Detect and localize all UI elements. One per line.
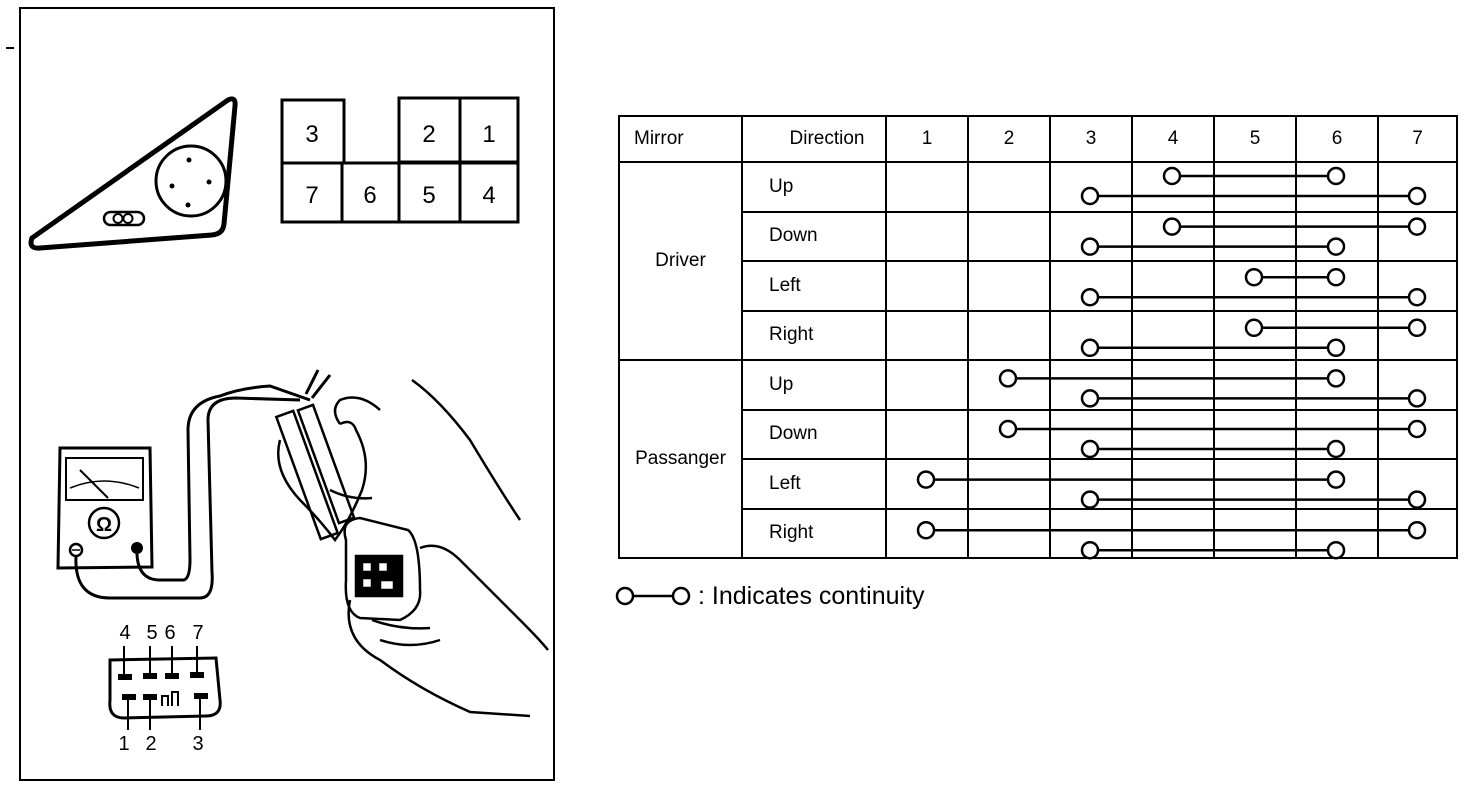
harness-plug-diagram: 4 5 6 7 1 2 3 [108,622,222,755]
direction-cell: Left [741,458,887,510]
header-cell: Direction [741,115,887,163]
table-row: Left [619,260,1458,312]
direction-cell: Left [741,260,887,312]
header-cell: 5 [1213,115,1297,163]
plug-pin-label: 6 [164,622,175,644]
plug-pin-label: 1 [118,733,129,755]
hands-with-probes-icon [274,378,549,718]
direction-cell: Up [741,161,887,213]
multimeter-icon: Ω [56,446,154,570]
plug-pin-label: 7 [192,622,203,644]
face-pin-label: 6 [363,182,376,209]
header-cell: 7 [1377,115,1458,163]
header-cell: 6 [1295,115,1379,163]
header-cell: 4 [1131,115,1215,163]
face-pin-label: 1 [482,121,495,148]
mirror-switch-icon [28,96,238,251]
table-row: Left [619,458,1458,510]
table-row: Right [619,507,1458,559]
header-cell: 1 [885,115,969,163]
face-pin-label: 5 [422,182,435,209]
direction-cell: Up [741,359,887,411]
face-pin-label: 4 [482,182,495,209]
table-row: Down [619,210,1458,262]
header-cell: 2 [967,115,1051,163]
plug-pin-label: 3 [192,733,203,755]
direction-cell: Right [741,507,887,559]
mirror-cell: Passanger [618,359,743,559]
continuity-table-wrapper: Mirror Direction 1 2 3 4 5 6 7 Driver Up… [618,115,1458,559]
direction-cell: Right [741,309,887,361]
legend: : Indicates continuity [614,578,925,614]
continuity-symbol-icon [615,586,691,606]
mirror-cell: Driver [618,161,743,361]
direction-cell: Down [741,210,887,262]
table-row: Driver Up [618,161,1458,361]
table-row: Passanger Up [618,359,1458,559]
ohm-symbol: Ω [96,514,112,536]
continuity-table: Mirror Direction 1 2 3 4 5 6 7 Driver Up… [618,115,1458,559]
header-cell: 3 [1049,115,1133,163]
face-pin-label: 3 [305,121,318,148]
table-row: Right [619,309,1458,361]
plug-pin-label: 5 [146,622,157,644]
illustration-svg: 3 2 1 7 6 5 4 Ω [6,7,555,781]
legend-text: : Indicates continuity [698,581,925,610]
face-pin-label: 7 [305,182,318,209]
face-pin-label: 2 [422,121,435,148]
test-illustration-panel: 3 2 1 7 6 5 4 Ω [0,0,560,788]
connector-face-diagram: 3 2 1 7 6 5 4 [280,96,520,224]
panel-frame [19,7,555,781]
test-lead-wires [74,369,332,600]
direction-cell: Down [741,408,887,460]
header-cell: Mirror [618,115,743,163]
plug-pin-label: 4 [119,622,130,644]
table-row: Down [619,408,1458,460]
plug-pin-label: 2 [145,733,156,755]
table-header-row: Mirror Direction 1 2 3 4 5 6 7 [618,115,1458,163]
